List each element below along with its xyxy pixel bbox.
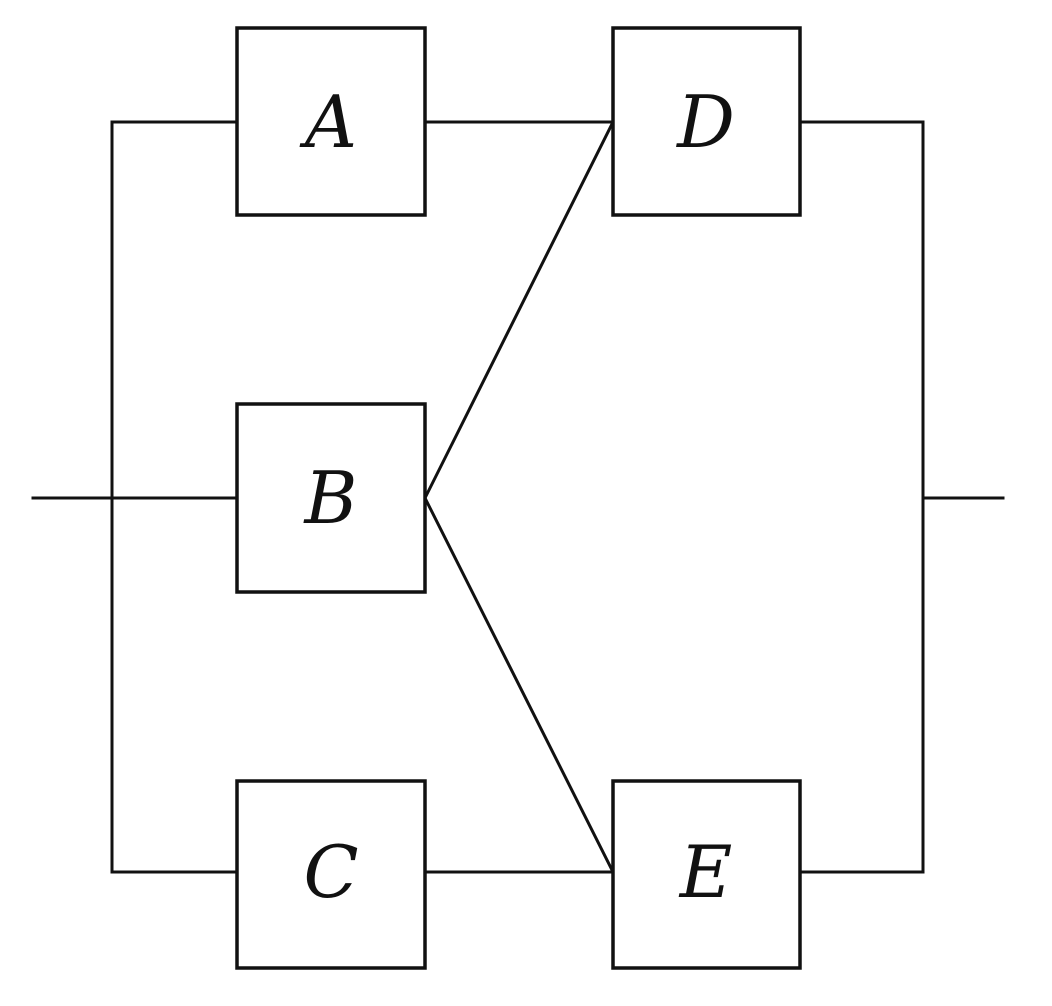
wire-b-to-d bbox=[422, 119, 616, 501]
component-e: E bbox=[611, 779, 802, 970]
component-a-box bbox=[235, 26, 427, 217]
component-c-label: C bbox=[303, 830, 358, 914]
component-d: D bbox=[611, 26, 802, 217]
component-c-box bbox=[235, 779, 427, 970]
component-e-box bbox=[611, 779, 802, 970]
component-a-label: A bbox=[299, 80, 357, 164]
component-b-label: B bbox=[303, 456, 358, 540]
component-b: B bbox=[235, 402, 427, 594]
component-d-label: D bbox=[675, 80, 735, 164]
wire-b-to-e bbox=[422, 495, 616, 875]
wires bbox=[31, 119, 1005, 875]
component-e-label: E bbox=[678, 830, 733, 914]
component-c: C bbox=[235, 779, 427, 970]
component-b-box bbox=[235, 402, 427, 594]
component-d-box bbox=[611, 26, 802, 217]
component-a: A bbox=[235, 26, 427, 217]
